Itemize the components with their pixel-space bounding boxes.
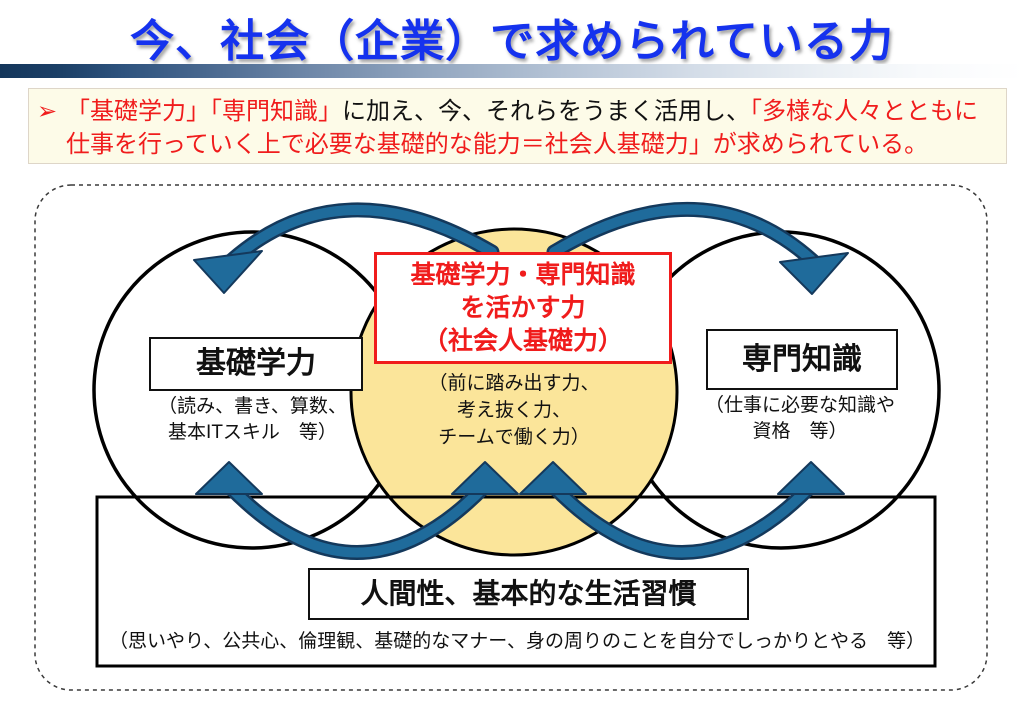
arrow-bottom-right	[519, 461, 845, 560]
arrow-top-right	[546, 202, 849, 295]
right-circle-subtext-line2: 資格 等）	[752, 421, 848, 442]
right-circle-label: 専門知識	[742, 343, 862, 376]
summary-segment-2: に加え、今、それらをうまく活用し、	[342, 98, 750, 125]
arrow-bottom-right-head-east	[777, 461, 845, 495]
base-box-label: 人間性、基本的な生活習慣	[360, 578, 697, 609]
left-circle-subtext: （読み、書き、算数、 基本ITスキル 等）	[120, 394, 385, 446]
center-circle-subtext-line3: チームで働く力）	[438, 427, 590, 448]
center-power-box: 基礎学力・専門知識 を活かす力 （社会人基礎力）	[374, 252, 672, 364]
base-box-label-box: 人間性、基本的な生活習慣	[308, 568, 749, 620]
center-circle-subtext-line1: （前に踏み出す力、	[428, 373, 600, 394]
arrow-bullet-icon: ➢	[37, 98, 58, 125]
left-circle-label-box: 基礎学力	[149, 337, 363, 391]
title-divider-bar	[0, 64, 1024, 78]
right-circle-subtext-line1: （仕事に必要な知識や	[704, 395, 895, 416]
arrow-top-left	[193, 202, 500, 294]
arrow-bottom-left-head-west	[195, 461, 263, 495]
arrow-bottom-right-band-fill	[549, 482, 815, 558]
summary-callout: ➢ 「基礎学力」「専門知識」に加え、今、それらをうまく活用し、「多様な人々ととも…	[28, 88, 1007, 164]
base-rectangle	[95, 495, 937, 668]
summary-segment-3: 「多様な人々とともに仕事を行っていく上で必要な基礎的な能力＝社会人基礎力」が求め…	[66, 98, 978, 158]
arrow-top-right-band-fill	[549, 204, 819, 267]
left-circle-subtext-line2: 基本ITスキル 等）	[168, 422, 337, 443]
arrow-bottom-right-head-west	[519, 461, 587, 495]
arrow-top-left-head	[193, 250, 263, 294]
left-circle-subtext-line1: （読み、書き、算数、	[158, 396, 347, 417]
summary-segment-1: 「基礎学力」「専門知識」	[66, 98, 342, 125]
page-title: 今、社会（企業）で求められている力	[130, 17, 894, 66]
arrow-bottom-left	[195, 461, 519, 560]
arrow-bottom-left-band-fill	[225, 482, 489, 558]
center-power-box-line1: 基礎学力・専門知識	[410, 261, 636, 289]
arrow-top-right-head	[779, 252, 849, 295]
left-circle-label: 基礎学力	[196, 347, 316, 380]
dashed-frame	[34, 184, 988, 691]
right-circle-label-box: 専門知識	[706, 329, 898, 390]
summary-text: 「基礎学力」「専門知識」に加え、今、それらをうまく活用し、「多様な人々とともに仕…	[39, 95, 996, 161]
right-circle-subtext: （仕事に必要な知識や 資格 等）	[676, 393, 924, 445]
arrow-top-left-band-fill	[227, 205, 497, 265]
center-power-box-line3: （社会人基礎力）	[422, 327, 623, 355]
center-circle-subtext: （前に踏み出す力、 考え抜く力、 チームで働く力）	[394, 370, 634, 451]
base-box-subtext: （思いやり、公共心、倫理観、基礎的なマナー、身の周りのことを自分でしっかりとやる…	[108, 631, 926, 652]
arrow-bottom-left-head-east	[451, 461, 519, 495]
center-circle-subtext-line2: 考え抜く力、	[456, 400, 571, 421]
center-power-box-line2: を活かす力	[460, 294, 586, 322]
